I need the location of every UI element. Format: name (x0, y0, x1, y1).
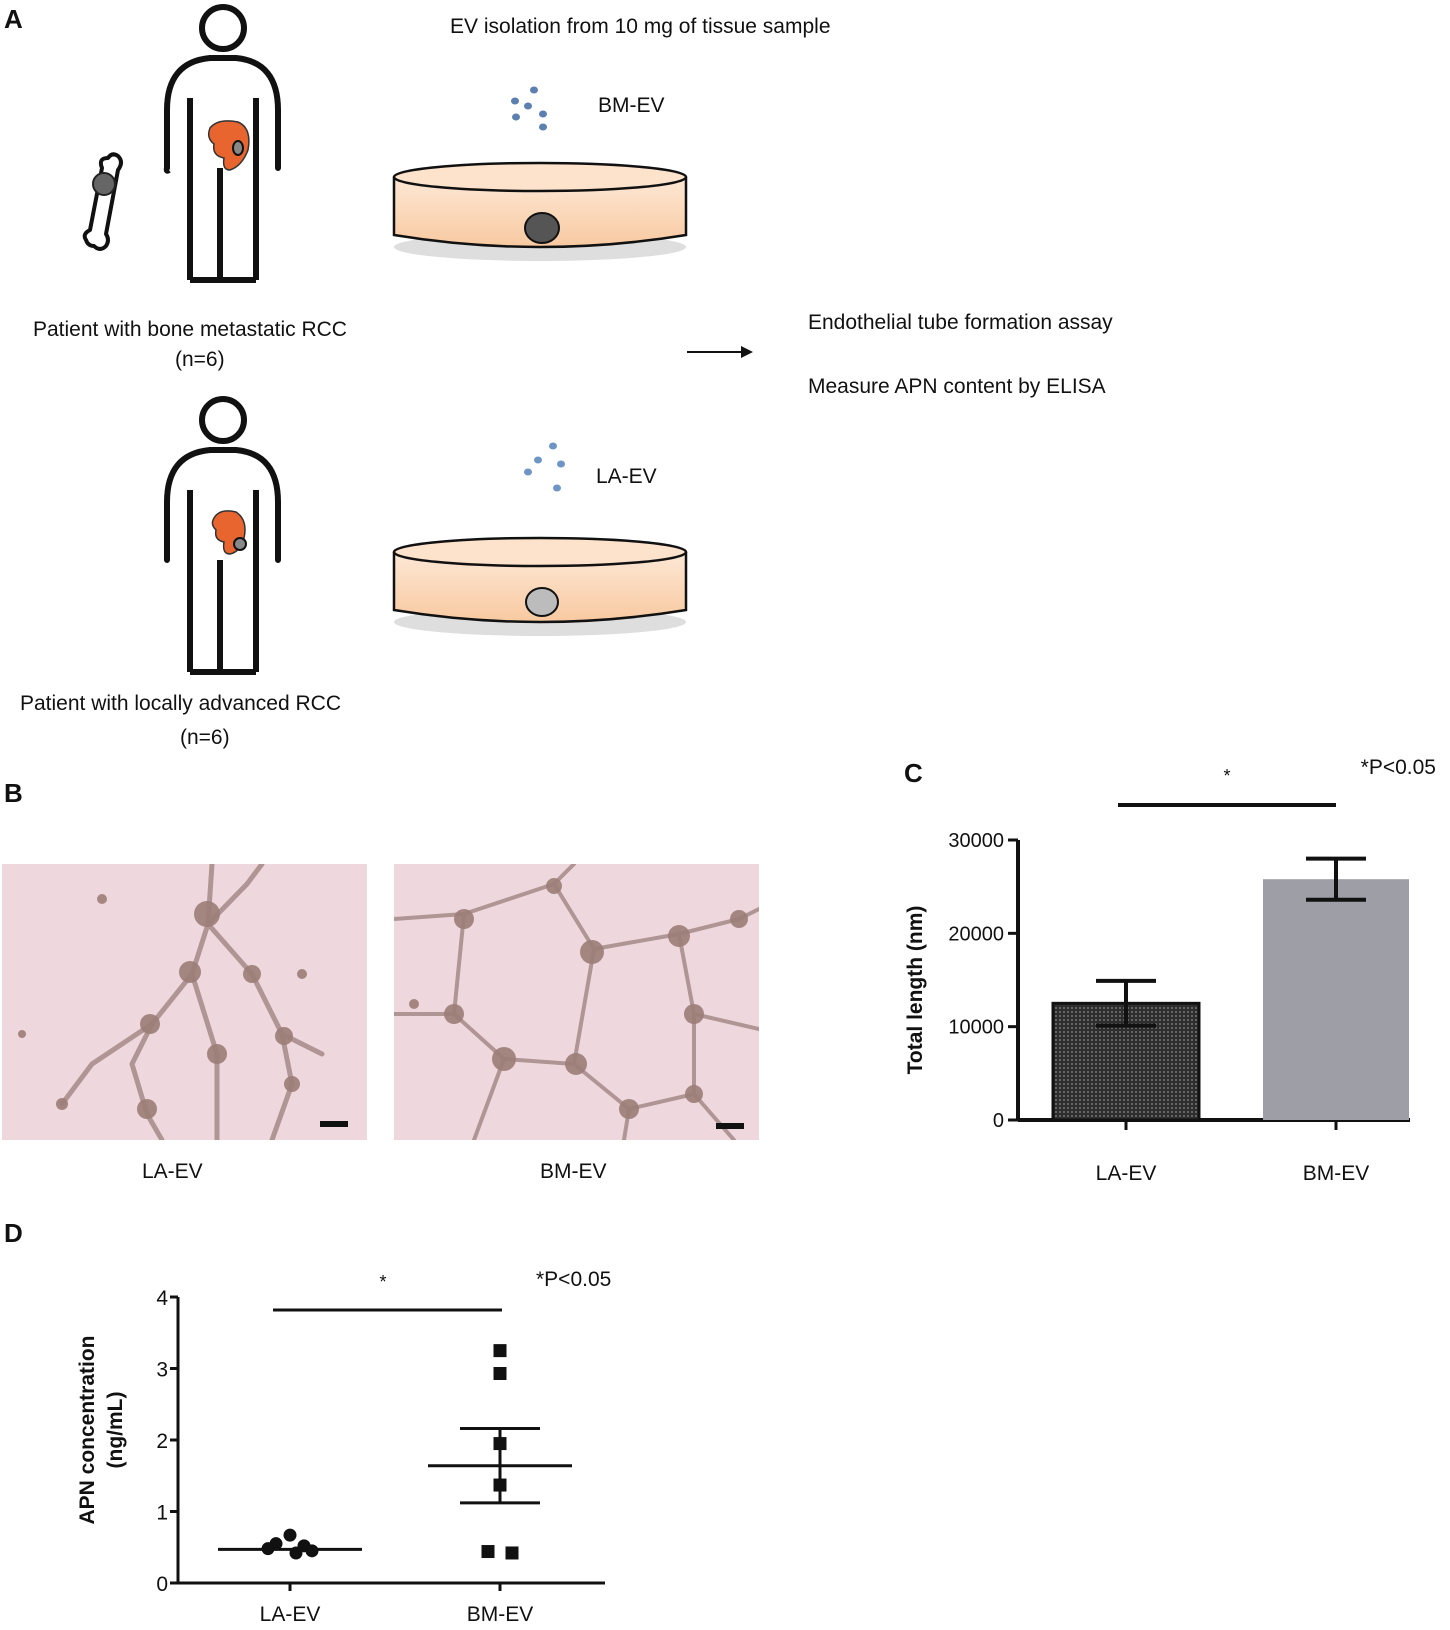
patient-la-line2: (n=6) (180, 726, 230, 749)
chart-d-xtick-label: LA-EV (260, 1603, 321, 1626)
chart-d-scatter: APN concentration (ng/mL) 0 1 2 3 4LA-EV BM-E… (76, 1268, 611, 1626)
chart-d-ylabel-line2: (ng/mL) (104, 1392, 127, 1469)
micrograph-la-caption: LA-EV (142, 1160, 203, 1183)
chart-d-xtick-label: BM-EV (467, 1603, 534, 1626)
bone-icon (82, 152, 123, 251)
chart-d-point-bm (493, 1344, 507, 1358)
chart-d-point-la (283, 1528, 297, 1542)
bm-ev-label: BM-EV (598, 94, 665, 117)
chart-d-point-bm (481, 1545, 495, 1559)
culture-dish-bm (392, 161, 688, 261)
arrow-icon (687, 346, 753, 358)
patient-la-figure (164, 396, 281, 675)
panel-d-letter: D (4, 1218, 23, 1248)
isolation-title: EV isolation from 10 mg of tissue sample (450, 15, 831, 38)
bm-ev-particles (511, 86, 547, 131)
chart-d-significance-star: * (379, 1272, 386, 1292)
chart-d-ytick-label: 0 (156, 1573, 168, 1596)
la-ev-particles (524, 442, 565, 492)
culture-dish-la (392, 536, 688, 636)
patient-la-line1: Patient with locally advanced RCC (20, 692, 341, 715)
chart-d-ytick-label: 3 (156, 1359, 168, 1382)
chart-c-xtick-label: LA-EV (1096, 1162, 1157, 1185)
chart-c-significance-star: * (1223, 766, 1230, 786)
micrograph-bm-caption: BM-EV (540, 1160, 607, 1183)
la-ev-label: LA-EV (596, 465, 657, 488)
chart-d-ytick-label: 4 (156, 1287, 168, 1310)
chart-c-ytick-label: 0 (993, 1110, 1004, 1132)
patient-bm-line2: (n=6) (175, 348, 225, 371)
chart-d-point-bm (505, 1546, 519, 1560)
assay-apn-elisa: Measure APN content by ELISA (808, 375, 1106, 398)
chart-d-ytick-label: 1 (156, 1502, 168, 1525)
chart-d-pvalue-note: *P<0.05 (536, 1268, 611, 1291)
panel-a-letter: A (4, 4, 23, 34)
chart-c-ytick-label: 10000 (948, 1017, 1004, 1039)
chart-c-bar (1263, 879, 1409, 1120)
panel-b-letter: B (4, 778, 23, 808)
chart-c-pvalue-note: *P<0.05 (1361, 756, 1436, 779)
micrograph-la-ev (2, 864, 367, 1140)
chart-c-ytick-label: 20000 (948, 923, 1004, 945)
chart-d-ylabel-line1: APN concentration (76, 1335, 99, 1524)
patient-bm-line1: Patient with bone metastatic RCC (33, 318, 347, 341)
chart-d-point-bm (493, 1367, 507, 1381)
patient-bm-figure (163, 4, 281, 283)
chart-c-ytick-label: 30000 (948, 830, 1004, 852)
chart-c-xtick-label: BM-EV (1303, 1162, 1370, 1185)
panel-c-letter: C (904, 758, 923, 788)
assay-tube-formation: Endothelial tube formation assay (808, 311, 1113, 334)
chart-c-ylabel: Total length (nm) (904, 906, 927, 1075)
chart-d-ytick-label: 2 (156, 1430, 168, 1453)
micrograph-bm-ev (394, 864, 759, 1140)
